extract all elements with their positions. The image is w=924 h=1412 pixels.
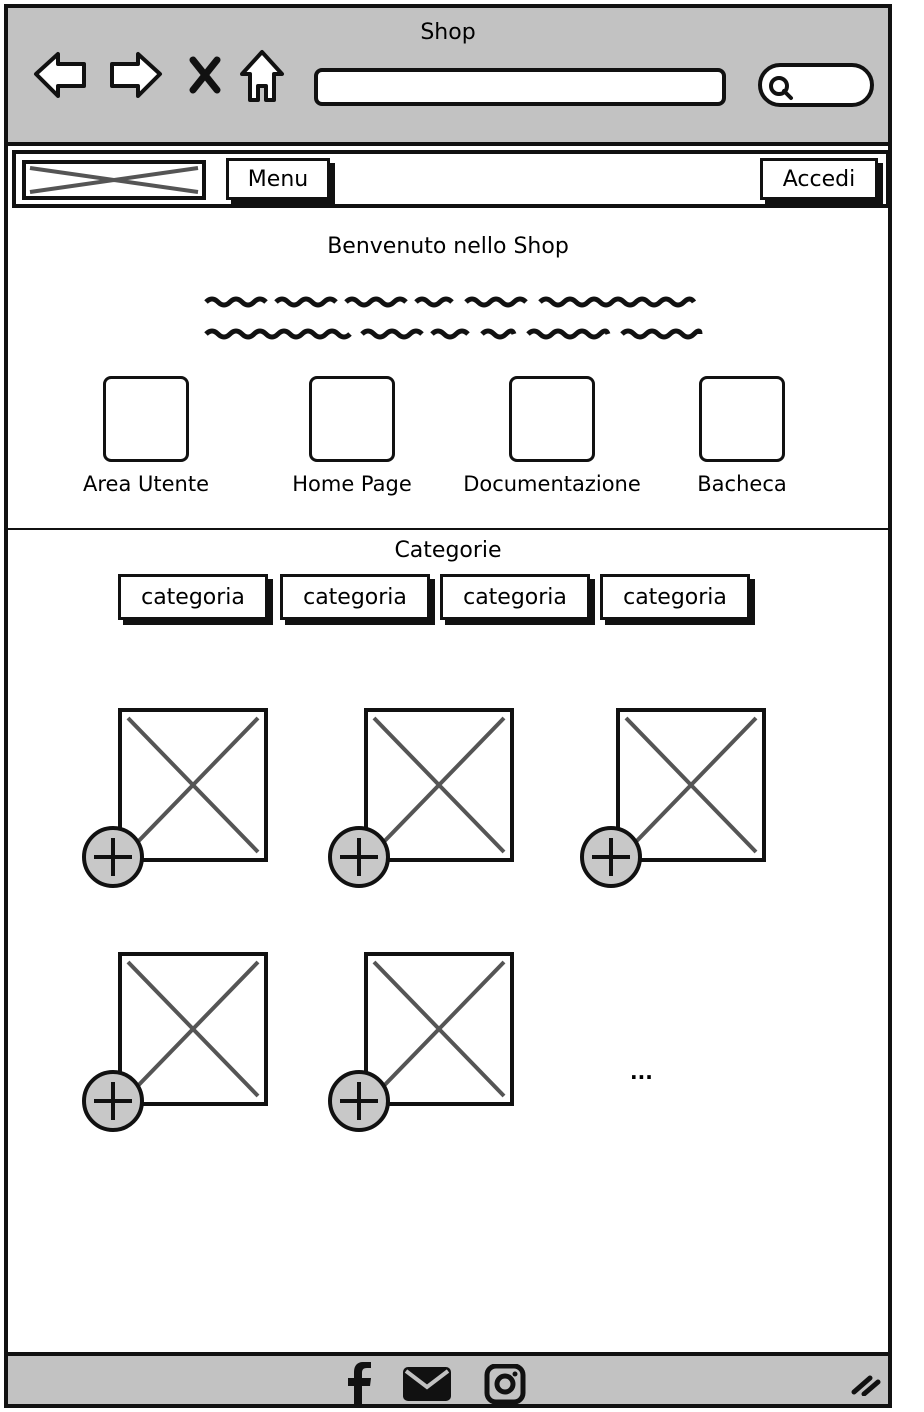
placeholder-text-line xyxy=(204,296,697,308)
tile-home-page[interactable]: Home Page xyxy=(264,376,440,496)
more-products-indicator: ... xyxy=(630,1060,653,1084)
tile-icon-box xyxy=(699,376,785,462)
instagram-icon[interactable] xyxy=(484,1364,526,1404)
tile-icon-box xyxy=(103,376,189,462)
product-card[interactable] xyxy=(82,952,268,1132)
tile-label: Area Utente xyxy=(83,472,209,496)
product-card[interactable] xyxy=(82,708,268,888)
category-button[interactable]: categoria xyxy=(440,574,590,620)
add-circle-icon[interactable] xyxy=(328,1070,390,1132)
category-button[interactable]: categoria xyxy=(280,574,430,620)
mail-icon[interactable] xyxy=(402,1366,452,1402)
resize-handle-icon[interactable] xyxy=(850,1372,882,1396)
product-image-placeholder xyxy=(364,952,514,1106)
welcome-title: Benvenuto nello Shop xyxy=(327,234,569,259)
product-card[interactable] xyxy=(580,708,766,888)
tile-label: Home Page xyxy=(292,472,412,496)
add-circle-icon[interactable] xyxy=(82,826,144,888)
search-input[interactable] xyxy=(758,63,874,107)
section-divider xyxy=(8,528,888,530)
category-button[interactable]: categoria xyxy=(118,574,268,620)
product-image-placeholder xyxy=(118,952,268,1106)
product-image-placeholder xyxy=(616,708,766,862)
footer-bar xyxy=(8,1352,888,1408)
tile-documentazione[interactable]: Documentazione xyxy=(442,376,662,496)
facebook-icon[interactable] xyxy=(342,1362,374,1408)
product-card[interactable] xyxy=(328,708,514,888)
home-icon[interactable] xyxy=(238,48,286,104)
category-button[interactable]: categoria xyxy=(600,574,750,620)
tile-icon-box xyxy=(309,376,395,462)
tile-bacheca[interactable]: Bacheca xyxy=(654,376,830,496)
url-input[interactable] xyxy=(314,68,726,106)
product-card[interactable] xyxy=(328,952,514,1132)
add-circle-icon[interactable] xyxy=(82,1070,144,1132)
window-title: Shop xyxy=(420,20,476,45)
back-icon[interactable] xyxy=(32,48,90,100)
tile-icon-box xyxy=(509,376,595,462)
categories-title: Categorie xyxy=(394,538,502,563)
search-icon xyxy=(769,76,793,100)
product-image-placeholder xyxy=(364,708,514,862)
placeholder-text-line xyxy=(204,328,703,340)
browser-toolbar: Shop xyxy=(8,8,888,146)
close-icon[interactable] xyxy=(188,56,222,94)
top-navigation: Menu Accedi xyxy=(12,150,890,208)
product-image-placeholder xyxy=(118,708,268,862)
tile-label: Bacheca xyxy=(697,472,787,496)
menu-button[interactable]: Menu xyxy=(226,158,330,200)
browser-window: Shop Menu Accedi Benve xyxy=(4,4,892,1408)
forward-icon[interactable] xyxy=(106,48,164,100)
add-circle-icon[interactable] xyxy=(328,826,390,888)
tile-area-utente[interactable]: Area Utente xyxy=(58,376,234,496)
logo-placeholder xyxy=(22,160,206,200)
login-button[interactable]: Accedi xyxy=(760,158,878,200)
tile-label: Documentazione xyxy=(463,472,641,496)
add-circle-icon[interactable] xyxy=(580,826,642,888)
